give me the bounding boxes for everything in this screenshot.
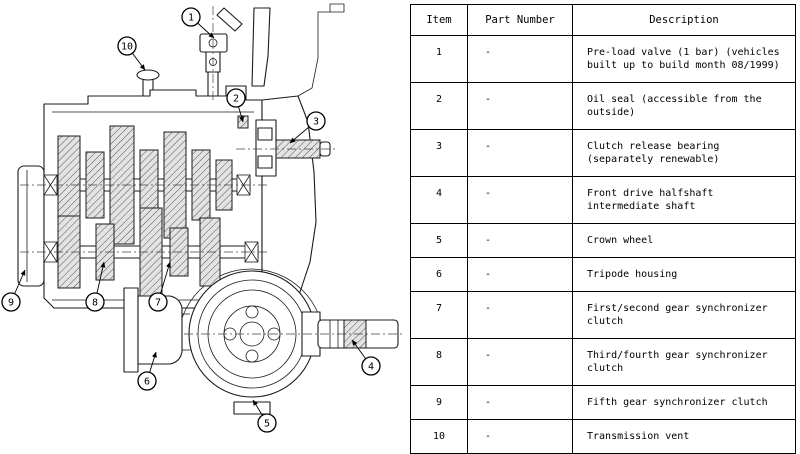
- callout-9-circle: [1, 292, 21, 312]
- callout-8: 8: [85, 261, 106, 312]
- callout-5-label: 5: [264, 419, 270, 430]
- diagram-svg: 1 10 2 3 9 8 7 6 4 5: [1, 3, 404, 433]
- callout-2: 2: [226, 88, 246, 123]
- part-number-cell: -: [467, 338, 573, 386]
- table-row: 4 - Front drive halfshaft intermediate s…: [410, 176, 796, 224]
- callout-5-circle: [257, 413, 277, 433]
- callout-10: 10: [117, 36, 146, 71]
- preload-valve: [199, 7, 243, 97]
- part-number-cell: -: [467, 257, 573, 292]
- description-cell: Transmission vent: [572, 419, 796, 454]
- callout-3-label: 3: [313, 117, 319, 128]
- part-number-cell: -: [467, 129, 573, 177]
- differential: [188, 270, 316, 415]
- callout-6-circle: [137, 371, 157, 391]
- description-cell: Oil seal (accessible from the outside): [572, 82, 796, 130]
- item-header: Item: [410, 4, 468, 36]
- item-cell: 9: [410, 385, 468, 420]
- callout-1-label: 1: [188, 13, 194, 24]
- table-header-row: Item Part Number Description: [410, 4, 796, 36]
- table-row: 1 - Pre-load valve (1 bar) (vehicles bui…: [410, 35, 796, 83]
- item-cell: 2: [410, 82, 468, 130]
- part-number-cell: -: [467, 385, 573, 420]
- diagram-callouts: 1 10 2 3 9 8 7 6 4 5: [1, 7, 381, 433]
- callout-7: 7: [148, 261, 171, 312]
- transmission-cross-section: [17, 3, 404, 415]
- item-cell: 5: [410, 223, 468, 258]
- callout-4: 4: [351, 339, 381, 376]
- callout-7-label: 7: [155, 298, 161, 309]
- callout-2-label: 2: [233, 94, 239, 105]
- callout-1-circle: [181, 7, 201, 27]
- item-cell: 3: [410, 129, 468, 177]
- table-row: 6 - Tripode housing: [410, 257, 796, 292]
- callout-8-label: 8: [92, 298, 98, 309]
- item-cell: 8: [410, 338, 468, 386]
- callout-6: 6: [137, 351, 157, 391]
- diagram-panel: 1 10 2 3 9 8 7 6 4 5: [1, 3, 404, 433]
- transmission-vent: [136, 69, 160, 97]
- callout-10-circle: [117, 36, 137, 56]
- description-cell: Clutch release bearing (separately renew…: [572, 129, 796, 177]
- item-cell: 6: [410, 257, 468, 292]
- part-number-cell: -: [467, 82, 573, 130]
- callout-5: 5: [252, 399, 277, 433]
- item-cell: 1: [410, 35, 468, 83]
- item-cell: 10: [410, 419, 468, 454]
- callout-10-label: 10: [121, 42, 133, 53]
- description-cell: Fifth gear synchronizer clutch: [572, 385, 796, 420]
- callout-3-circle: [306, 111, 326, 131]
- part-number-cell: -: [467, 223, 573, 258]
- tripode-housing: [123, 287, 191, 373]
- part-number-header: Part Number: [467, 4, 573, 36]
- callout-1: 1: [181, 7, 215, 39]
- table-row: 9 - Fifth gear synchronizer clutch: [410, 385, 796, 420]
- item-cell: 7: [410, 291, 468, 339]
- description-cell: Tripode housing: [572, 257, 796, 292]
- description-header: Description: [572, 4, 796, 36]
- table-row: 2 - Oil seal (accessible from the outsid…: [410, 82, 796, 130]
- part-number-cell: -: [467, 291, 573, 339]
- part-number-cell: -: [467, 176, 573, 224]
- description-cell: Front drive halfshaft intermediate shaft: [572, 176, 796, 224]
- table-row: 3 - Clutch release bearing (separately r…: [410, 129, 796, 177]
- parts-table: Item Part Number Description 1 - Pre-loa…: [410, 4, 796, 454]
- callout-8-circle: [85, 292, 105, 312]
- description-cell: First/second gear synchronizer clutch: [572, 291, 796, 339]
- callout-9-label: 9: [8, 298, 14, 309]
- table-row: 7 - First/second gear synchronizer clutc…: [410, 291, 796, 339]
- clutch-release-bearing: [237, 115, 331, 177]
- part-number-cell: -: [467, 35, 573, 83]
- callout-7-circle: [148, 292, 168, 312]
- table-row: 10 - Transmission vent: [410, 419, 796, 454]
- top-frame: [251, 3, 345, 97]
- parts-table-body: 1 - Pre-load valve (1 bar) (vehicles bui…: [410, 35, 796, 454]
- description-cell: Pre-load valve (1 bar) (vehicles built u…: [572, 35, 796, 83]
- table-panel: Item Part Number Description 1 - Pre-loa…: [410, 0, 800, 454]
- item-cell: 4: [410, 176, 468, 224]
- part-number-cell: -: [467, 419, 573, 454]
- callout-9: 9: [1, 269, 26, 312]
- centerlines: [20, 6, 404, 335]
- description-cell: Crown wheel: [572, 223, 796, 258]
- callout-3: 3: [289, 111, 326, 144]
- callout-2-circle: [226, 88, 246, 108]
- table-row: 5 - Crown wheel: [410, 223, 796, 258]
- callout-4-label: 4: [368, 362, 374, 373]
- table-row: 8 - Third/fourth gear synchronizer clutc…: [410, 338, 796, 386]
- callout-4-circle: [361, 356, 381, 376]
- callout-6-label: 6: [144, 377, 150, 388]
- description-cell: Third/fourth gear synchronizer clutch: [572, 338, 796, 386]
